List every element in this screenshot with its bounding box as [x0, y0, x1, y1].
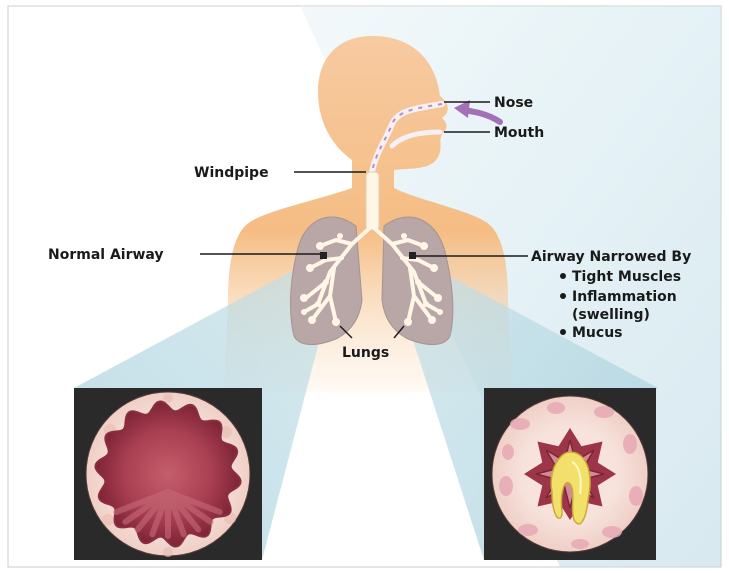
bullet-icon	[560, 293, 566, 299]
lungs-label: Lungs	[342, 345, 389, 361]
windpipe-label: Windpipe	[194, 165, 269, 181]
normal-airway-zoom	[74, 388, 262, 560]
narrowed-title-label: Airway Narrowed By	[531, 249, 691, 265]
normal-airway-label: Normal Airway	[48, 247, 164, 263]
cause-item-note: (swelling)	[572, 307, 650, 323]
windpipe-tube	[366, 172, 379, 230]
mouth-label: Mouth	[494, 125, 544, 141]
narrowed-airway-zoom	[484, 388, 656, 560]
right-marker	[409, 252, 416, 259]
bullet-icon	[560, 273, 566, 279]
left-marker	[320, 252, 327, 259]
nose-label: Nose	[494, 95, 533, 111]
bullet-icon	[560, 329, 566, 335]
cause-item: Mucus	[572, 325, 623, 341]
cause-item: Tight Muscles	[572, 269, 681, 285]
cause-item: Inflammation	[572, 289, 677, 305]
